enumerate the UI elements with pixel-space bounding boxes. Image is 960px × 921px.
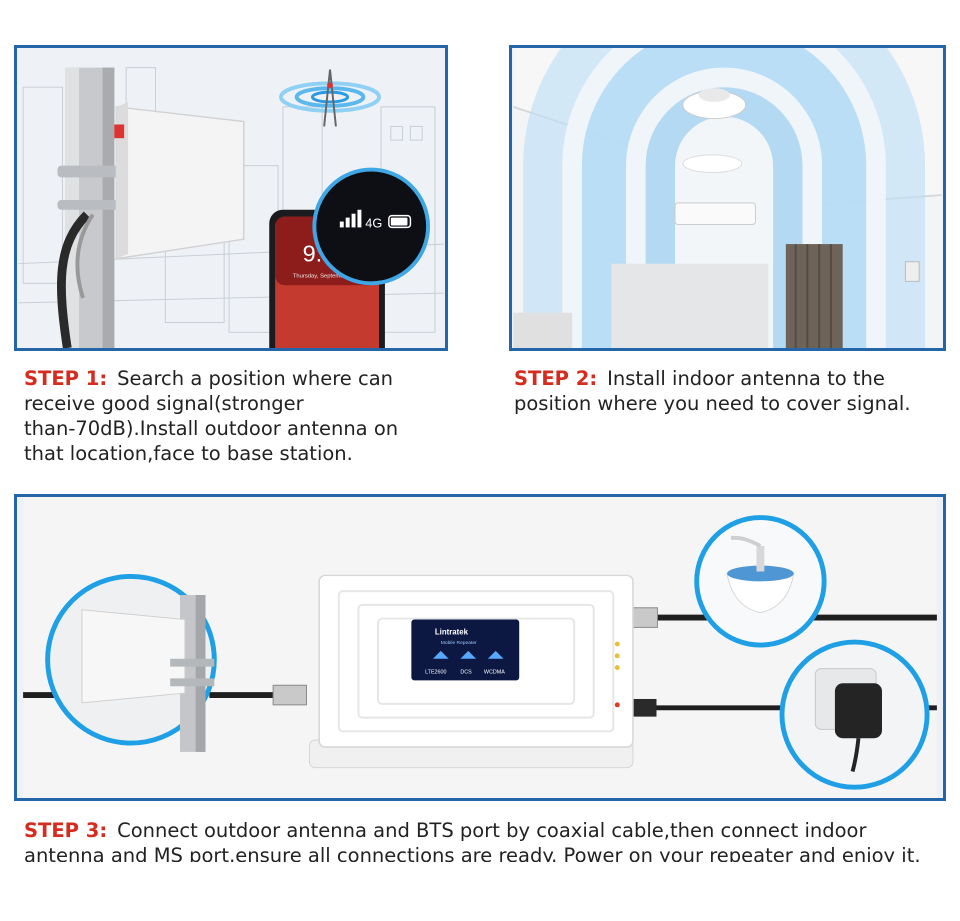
svg-text:Lintratek: Lintratek [435,627,469,636]
step3-illustration: Lintratek Mobile Repeater LTE2600 DCS WC… [14,494,946,801]
step3-label: STEP 3: [24,819,108,842]
svg-text:Mobile Repeater: Mobile Repeater [441,640,477,646]
repeater-display [411,619,520,681]
svg-text:LTE2600: LTE2600 [425,669,446,675]
step1-caption: STEP 1:Search a position where can recei… [24,367,399,465]
step2-caption: STEP 2:Install indoor antenna to the pos… [514,367,911,415]
step3-caption: STEP 3:Connect outdoor antenna and BTS p… [24,819,921,862]
indoor-antenna-scene [512,48,942,348]
step1-label: STEP 1: [24,367,108,390]
cell-tower-icon [279,69,381,127]
ceiling-antenna-icon [682,88,747,120]
svg-text:WCDMA: WCDMA [484,669,505,675]
step2-illustration [509,45,946,351]
signal-zoom-bubble: 4G [312,167,431,286]
step1-illustration: 9:4 Thursday, September 4G [14,45,448,351]
ceiling-antenna-bubble [694,515,827,648]
outdoor-antenna-bubble [45,573,217,752]
step2-label: STEP 2: [514,367,598,390]
outdoor-antenna-icon [114,101,245,260]
network-type-label: 4G [365,215,382,230]
repeater-connection-scene: Lintratek Mobile Repeater LTE2600 DCS WC… [23,497,937,798]
svg-text:DCS: DCS [460,669,472,675]
repeater-device: Lintratek Mobile Repeater LTE2600 DCS WC… [308,574,634,769]
power-adapter-bubble [779,639,930,790]
svg-text:Thursday, September: Thursday, September [293,273,349,279]
outdoor-antenna-scene: 9:4 Thursday, September 4G [18,48,444,348]
